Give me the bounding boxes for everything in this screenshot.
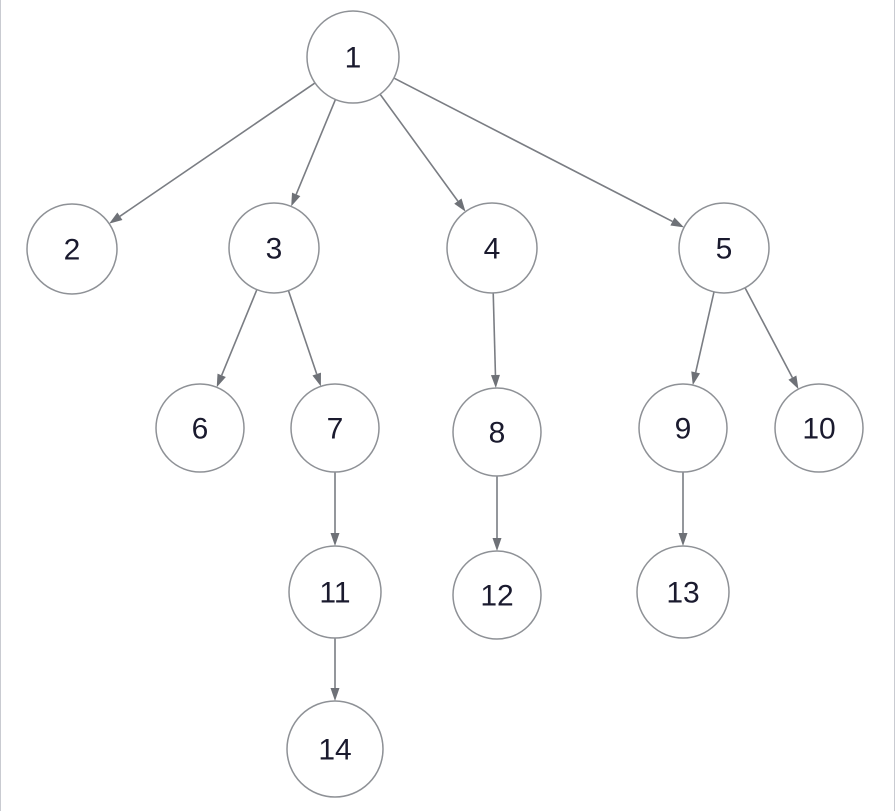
node-label-7: 7 — [327, 413, 344, 446]
node-label-12: 12 — [480, 580, 513, 613]
arrowhead-icon — [330, 688, 340, 701]
arrowhead-icon — [291, 192, 301, 207]
node-circle-10[interactable] — [774, 383, 864, 473]
edge-1-to-3 — [291, 99, 337, 207]
node-circle-2[interactable] — [26, 203, 118, 295]
graph-node-11[interactable]: 11 — [288, 545, 382, 639]
node-label-8: 8 — [489, 417, 506, 450]
edge-9-to-13 — [678, 472, 688, 546]
node-label-9: 9 — [675, 413, 692, 446]
edges-layer — [109, 77, 799, 701]
node-circle-7[interactable] — [290, 383, 380, 473]
node-circle-9[interactable] — [638, 383, 728, 473]
node-label-14: 14 — [318, 734, 351, 767]
node-circle-5[interactable] — [678, 202, 770, 294]
arrowhead-icon — [678, 533, 688, 546]
edge-3-to-7 — [287, 290, 321, 387]
arrowhead-icon — [670, 217, 684, 228]
node-label-11: 11 — [319, 577, 350, 610]
node-label-2: 2 — [64, 234, 81, 267]
graph-node-12[interactable]: 12 — [452, 550, 542, 640]
node-circle-6[interactable] — [155, 383, 245, 473]
edge-5-to-9 — [691, 291, 715, 386]
graph-node-2[interactable]: 2 — [26, 203, 118, 295]
edge-1-to-5 — [393, 77, 684, 228]
graph-node-5[interactable]: 5 — [678, 202, 770, 294]
arrowhead-icon — [691, 371, 701, 386]
graph-node-13[interactable]: 13 — [636, 545, 730, 639]
edge-3-to-6 — [216, 289, 258, 388]
graph-node-4[interactable]: 4 — [446, 202, 538, 294]
node-label-13: 13 — [666, 577, 699, 610]
graph-node-7[interactable]: 7 — [290, 383, 380, 473]
graph-node-3[interactable]: 3 — [228, 202, 320, 294]
node-circle-11[interactable] — [288, 545, 382, 639]
node-label-5: 5 — [716, 233, 733, 266]
node-label-3: 3 — [266, 233, 283, 266]
arrowhead-icon — [216, 373, 226, 388]
graph-node-6[interactable]: 6 — [155, 383, 245, 473]
edge-1-to-4 — [379, 93, 466, 212]
node-label-1: 1 — [345, 42, 362, 75]
arrowhead-icon — [109, 212, 123, 224]
node-circle-13[interactable] — [636, 545, 730, 639]
edge-5-to-10 — [744, 287, 799, 390]
node-circle-3[interactable] — [228, 202, 320, 294]
arrowhead-icon — [788, 375, 799, 390]
edge-7-to-11 — [330, 472, 340, 546]
node-circle-12[interactable] — [452, 550, 542, 640]
node-circle-1[interactable] — [306, 10, 400, 104]
arrowhead-icon — [312, 372, 321, 387]
edge-11-to-14 — [330, 638, 340, 701]
edge-1-to-2 — [109, 82, 316, 224]
graph-node-8[interactable]: 8 — [452, 387, 542, 477]
node-label-10: 10 — [802, 413, 835, 446]
edge-4-to-8 — [490, 292, 500, 389]
graph-node-1[interactable]: 1 — [306, 10, 400, 104]
graph-node-10[interactable]: 10 — [774, 383, 864, 473]
node-circle-4[interactable] — [446, 202, 538, 294]
edge-8-to-12 — [492, 476, 502, 551]
arrowhead-icon — [492, 538, 502, 551]
arrowhead-icon — [454, 198, 466, 212]
node-label-6: 6 — [192, 413, 209, 446]
node-circle-14[interactable] — [286, 700, 384, 798]
node-circle-8[interactable] — [452, 387, 542, 477]
arrowhead-icon — [490, 374, 500, 389]
arrowhead-icon — [330, 533, 340, 546]
graph-node-9[interactable]: 9 — [638, 383, 728, 473]
node-label-4: 4 — [484, 233, 501, 266]
graph-node-14[interactable]: 14 — [286, 700, 384, 798]
